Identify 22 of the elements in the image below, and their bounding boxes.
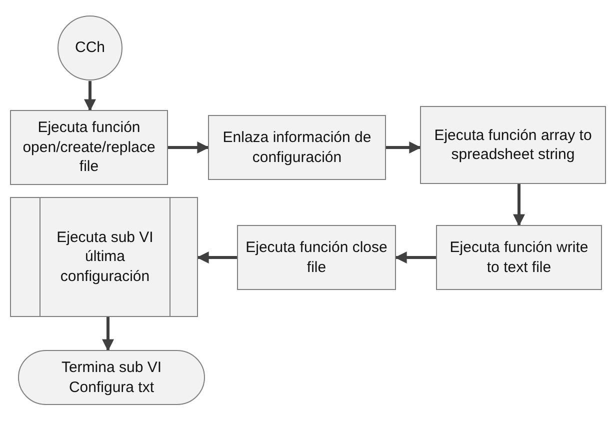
node-label: Ejecuta función close file xyxy=(244,238,388,277)
node-label: Enlaza información de configuración xyxy=(222,128,372,167)
subprocess-box xyxy=(10,197,198,317)
process-box xyxy=(420,106,606,184)
arrow xyxy=(196,252,237,264)
node-label: Ejecuta función array to spreadsheet string xyxy=(433,126,593,164)
arrow xyxy=(513,184,525,226)
node-label: Termina sub VI Configura txt xyxy=(60,358,163,397)
start-circle xyxy=(57,15,123,81)
node-label: Ejecuta sub VI última configuración xyxy=(56,228,154,286)
process-box xyxy=(208,115,386,180)
process-box xyxy=(237,225,396,290)
arrow xyxy=(386,142,422,154)
arrow xyxy=(84,81,96,112)
process-box xyxy=(436,225,602,290)
node-label: CCh xyxy=(74,38,106,58)
node-label: Ejecuta función open/create/replace file xyxy=(22,118,156,177)
arrow xyxy=(168,142,210,154)
process-box xyxy=(10,110,168,185)
arrow xyxy=(102,317,114,352)
node-label: Ejecuta función write to text file xyxy=(448,238,590,277)
arrow xyxy=(394,252,436,264)
